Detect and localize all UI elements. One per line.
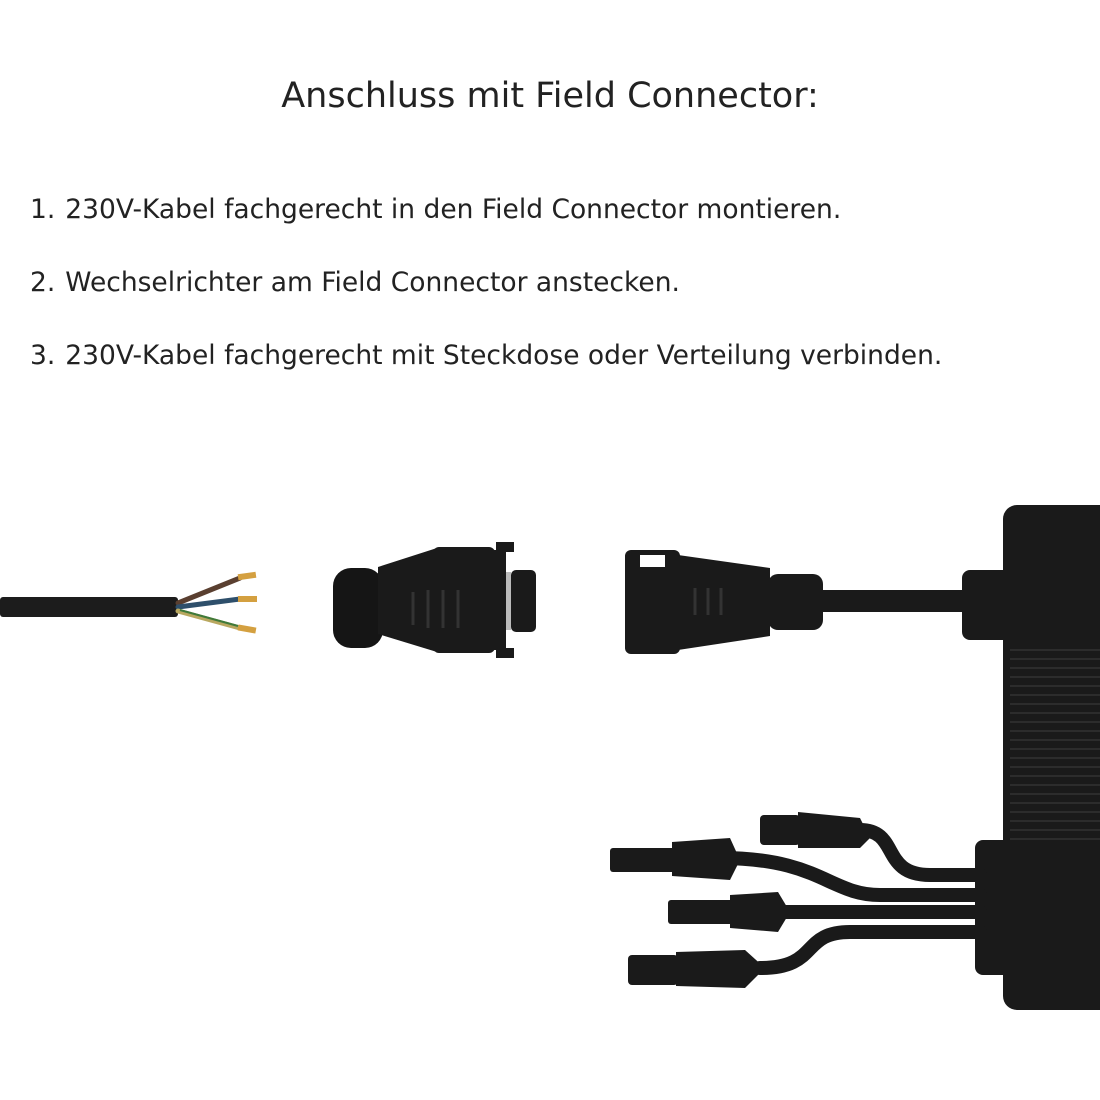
step-text: Wechselrichter am Field Connector anstec… xyxy=(65,267,680,298)
microinverter-illustration xyxy=(610,505,1100,1010)
power-cable-illustration xyxy=(0,571,257,634)
step-text: 230V-Kabel fachgerecht in den Field Conn… xyxy=(65,194,842,225)
step-item: 3. 230V-Kabel fachgerecht mit Steckdose o… xyxy=(30,336,942,409)
inverter-plug-illustration xyxy=(625,550,980,654)
step-item: 1. 230V-Kabel fachgerecht in den Field Co… xyxy=(30,190,942,263)
instruction-steps: 1. 230V-Kabel fachgerecht in den Field Co… xyxy=(30,190,942,409)
step-number: 1. xyxy=(30,194,56,225)
field-connector-illustration xyxy=(333,542,536,658)
page-title: Anschluss mit Field Connector: xyxy=(281,76,819,116)
step-item: 2. Wechselrichter am Field Connector anst… xyxy=(30,263,942,336)
step-number: 2. xyxy=(30,267,56,298)
step-text: 230V-Kabel fachgerecht mit Steckdose ode… xyxy=(65,340,943,371)
step-number: 3. xyxy=(30,340,56,371)
